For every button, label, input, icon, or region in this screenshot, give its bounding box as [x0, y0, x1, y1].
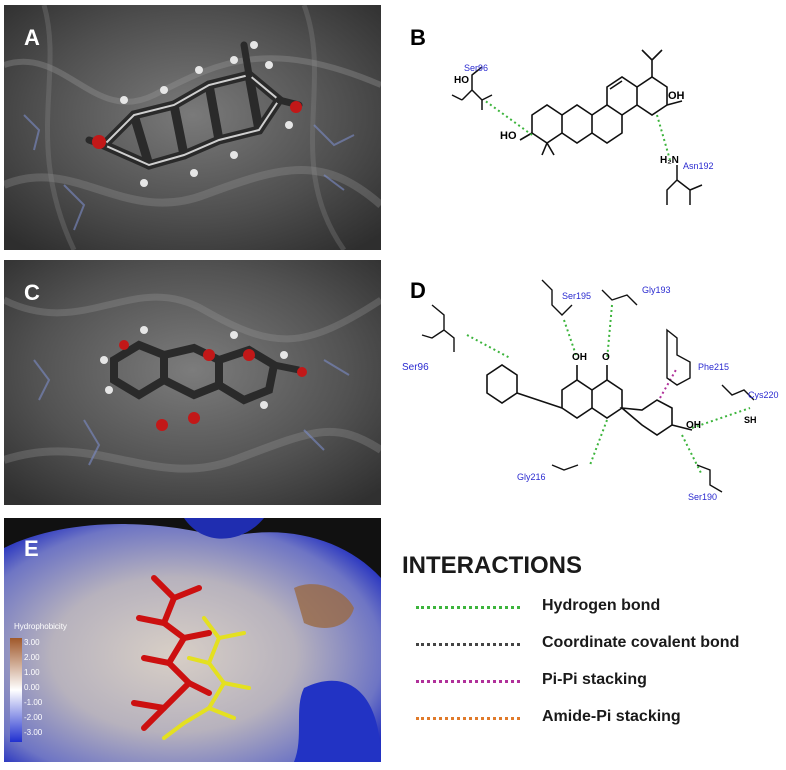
- residue-label-cys220-d: Cys220: [748, 390, 779, 400]
- atom-label-oh-b: OH: [668, 90, 685, 102]
- atom-label-h2n-b: H₂N: [660, 155, 679, 166]
- hbond-b-asn192: [656, 114, 671, 161]
- tick-label: 3.00: [24, 638, 40, 647]
- atom-label-oh-d-2: OH: [572, 352, 587, 363]
- tick-label: 1.00: [24, 668, 40, 677]
- atom-label-oh-d: OH: [686, 420, 701, 431]
- triterpene-skeleton: [519, 49, 683, 156]
- ligand-yellow: [162, 616, 251, 740]
- legend-swatch: [416, 717, 520, 720]
- panel-label-b: B: [410, 25, 426, 50]
- hbonds-d: [466, 304, 751, 476]
- atom-label-sh-d: SH: [744, 415, 757, 425]
- residue-label-gly193-d: Gly193: [642, 285, 671, 295]
- residue-label-asn192-b: Asn192: [683, 161, 714, 171]
- atom-label-ho-b: HO: [500, 130, 517, 142]
- panel-c-surface: [4, 260, 381, 505]
- residue-label-ser96-d: Ser96: [402, 362, 429, 373]
- interactions-legend: INTERACTIONS Hydrogen bond Coordinate co…: [392, 548, 782, 748]
- ligand-a: [85, 41, 303, 187]
- legend-label: Pi-Pi stacking: [542, 671, 647, 688]
- residue-label-ser190-d: Ser190: [688, 492, 718, 502]
- legend-item-amide-pi-stacking: Amide-Pi stacking: [416, 708, 776, 728]
- residue-sticks-c: [33, 359, 350, 466]
- panel-label-c: C: [24, 280, 40, 305]
- tick-label: 0.00: [24, 683, 40, 692]
- pipi-d-phe215: [659, 367, 678, 399]
- legend-label: Hydrogen bond: [542, 597, 661, 614]
- hydrophobicity-colorbar: [10, 638, 22, 742]
- hydrophobicity-ticks: 3.00 2.00 1.00 0.00 -1.00 -2.00 -3.00: [24, 635, 42, 740]
- atom-label-o-d: O: [602, 352, 610, 363]
- legend-heading: INTERACTIONS: [402, 552, 582, 579]
- panel-e-surface: [4, 518, 381, 762]
- ser96-residue-b: [451, 66, 493, 110]
- hydrophobicity-title: Hydrophobicity: [14, 622, 67, 631]
- panel-b-structure: [451, 49, 703, 205]
- panel-d-structure: [421, 279, 755, 493]
- legend-item-pi-pi-stacking: Pi-Pi stacking: [416, 671, 776, 691]
- legend-label: Coordinate covalent bond: [542, 634, 740, 651]
- atom-label-ho-ser-b: HO: [454, 75, 469, 86]
- legend-swatch: [416, 606, 520, 609]
- panel-a-render: A: [4, 5, 381, 250]
- legend-swatch: [416, 680, 520, 683]
- panel-d-diagram: D Ser96 Ser195 Gly19: [392, 260, 786, 510]
- residue-label-phe215-d: Phe215: [698, 362, 730, 372]
- legend-item-hydrogen-bond: Hydrogen bond: [416, 597, 776, 617]
- panel-c-render: C: [4, 260, 381, 505]
- panel-a-surface: [4, 5, 381, 250]
- residue-label-ser96-b: Ser96: [464, 63, 489, 73]
- legend-item-coordinate-covalent-bond: Coordinate covalent bond: [416, 634, 776, 654]
- asn192-residue-b: [666, 165, 703, 205]
- ligand-c: [100, 326, 307, 431]
- tick-label: -3.00: [24, 728, 43, 737]
- tick-label: 2.00: [24, 653, 40, 662]
- panel-label-d: D: [410, 278, 426, 303]
- panel-e-render: E Hydrophobicity 3.00 2.00 1.00 0.00 -1.…: [4, 518, 381, 762]
- tick-label: -2.00: [24, 713, 43, 722]
- panel-label-e: E: [24, 536, 39, 561]
- residues-d: [421, 279, 755, 493]
- tick-label: -1.00: [24, 698, 43, 707]
- flavonoid-glycoside-skeleton: [486, 364, 693, 436]
- panel-b-diagram: B Ser96 Asn192 HO OH HO H₂N: [392, 5, 786, 250]
- panel-label-a: A: [24, 25, 40, 50]
- ligand-red: [131, 575, 212, 731]
- residue-sticks-a: [23, 114, 355, 231]
- residue-label-ser195-d: Ser195: [562, 291, 592, 301]
- legend-label: Amide-Pi stacking: [542, 708, 681, 725]
- residue-label-gly216-d: Gly216: [517, 472, 546, 482]
- legend-swatch: [416, 643, 520, 646]
